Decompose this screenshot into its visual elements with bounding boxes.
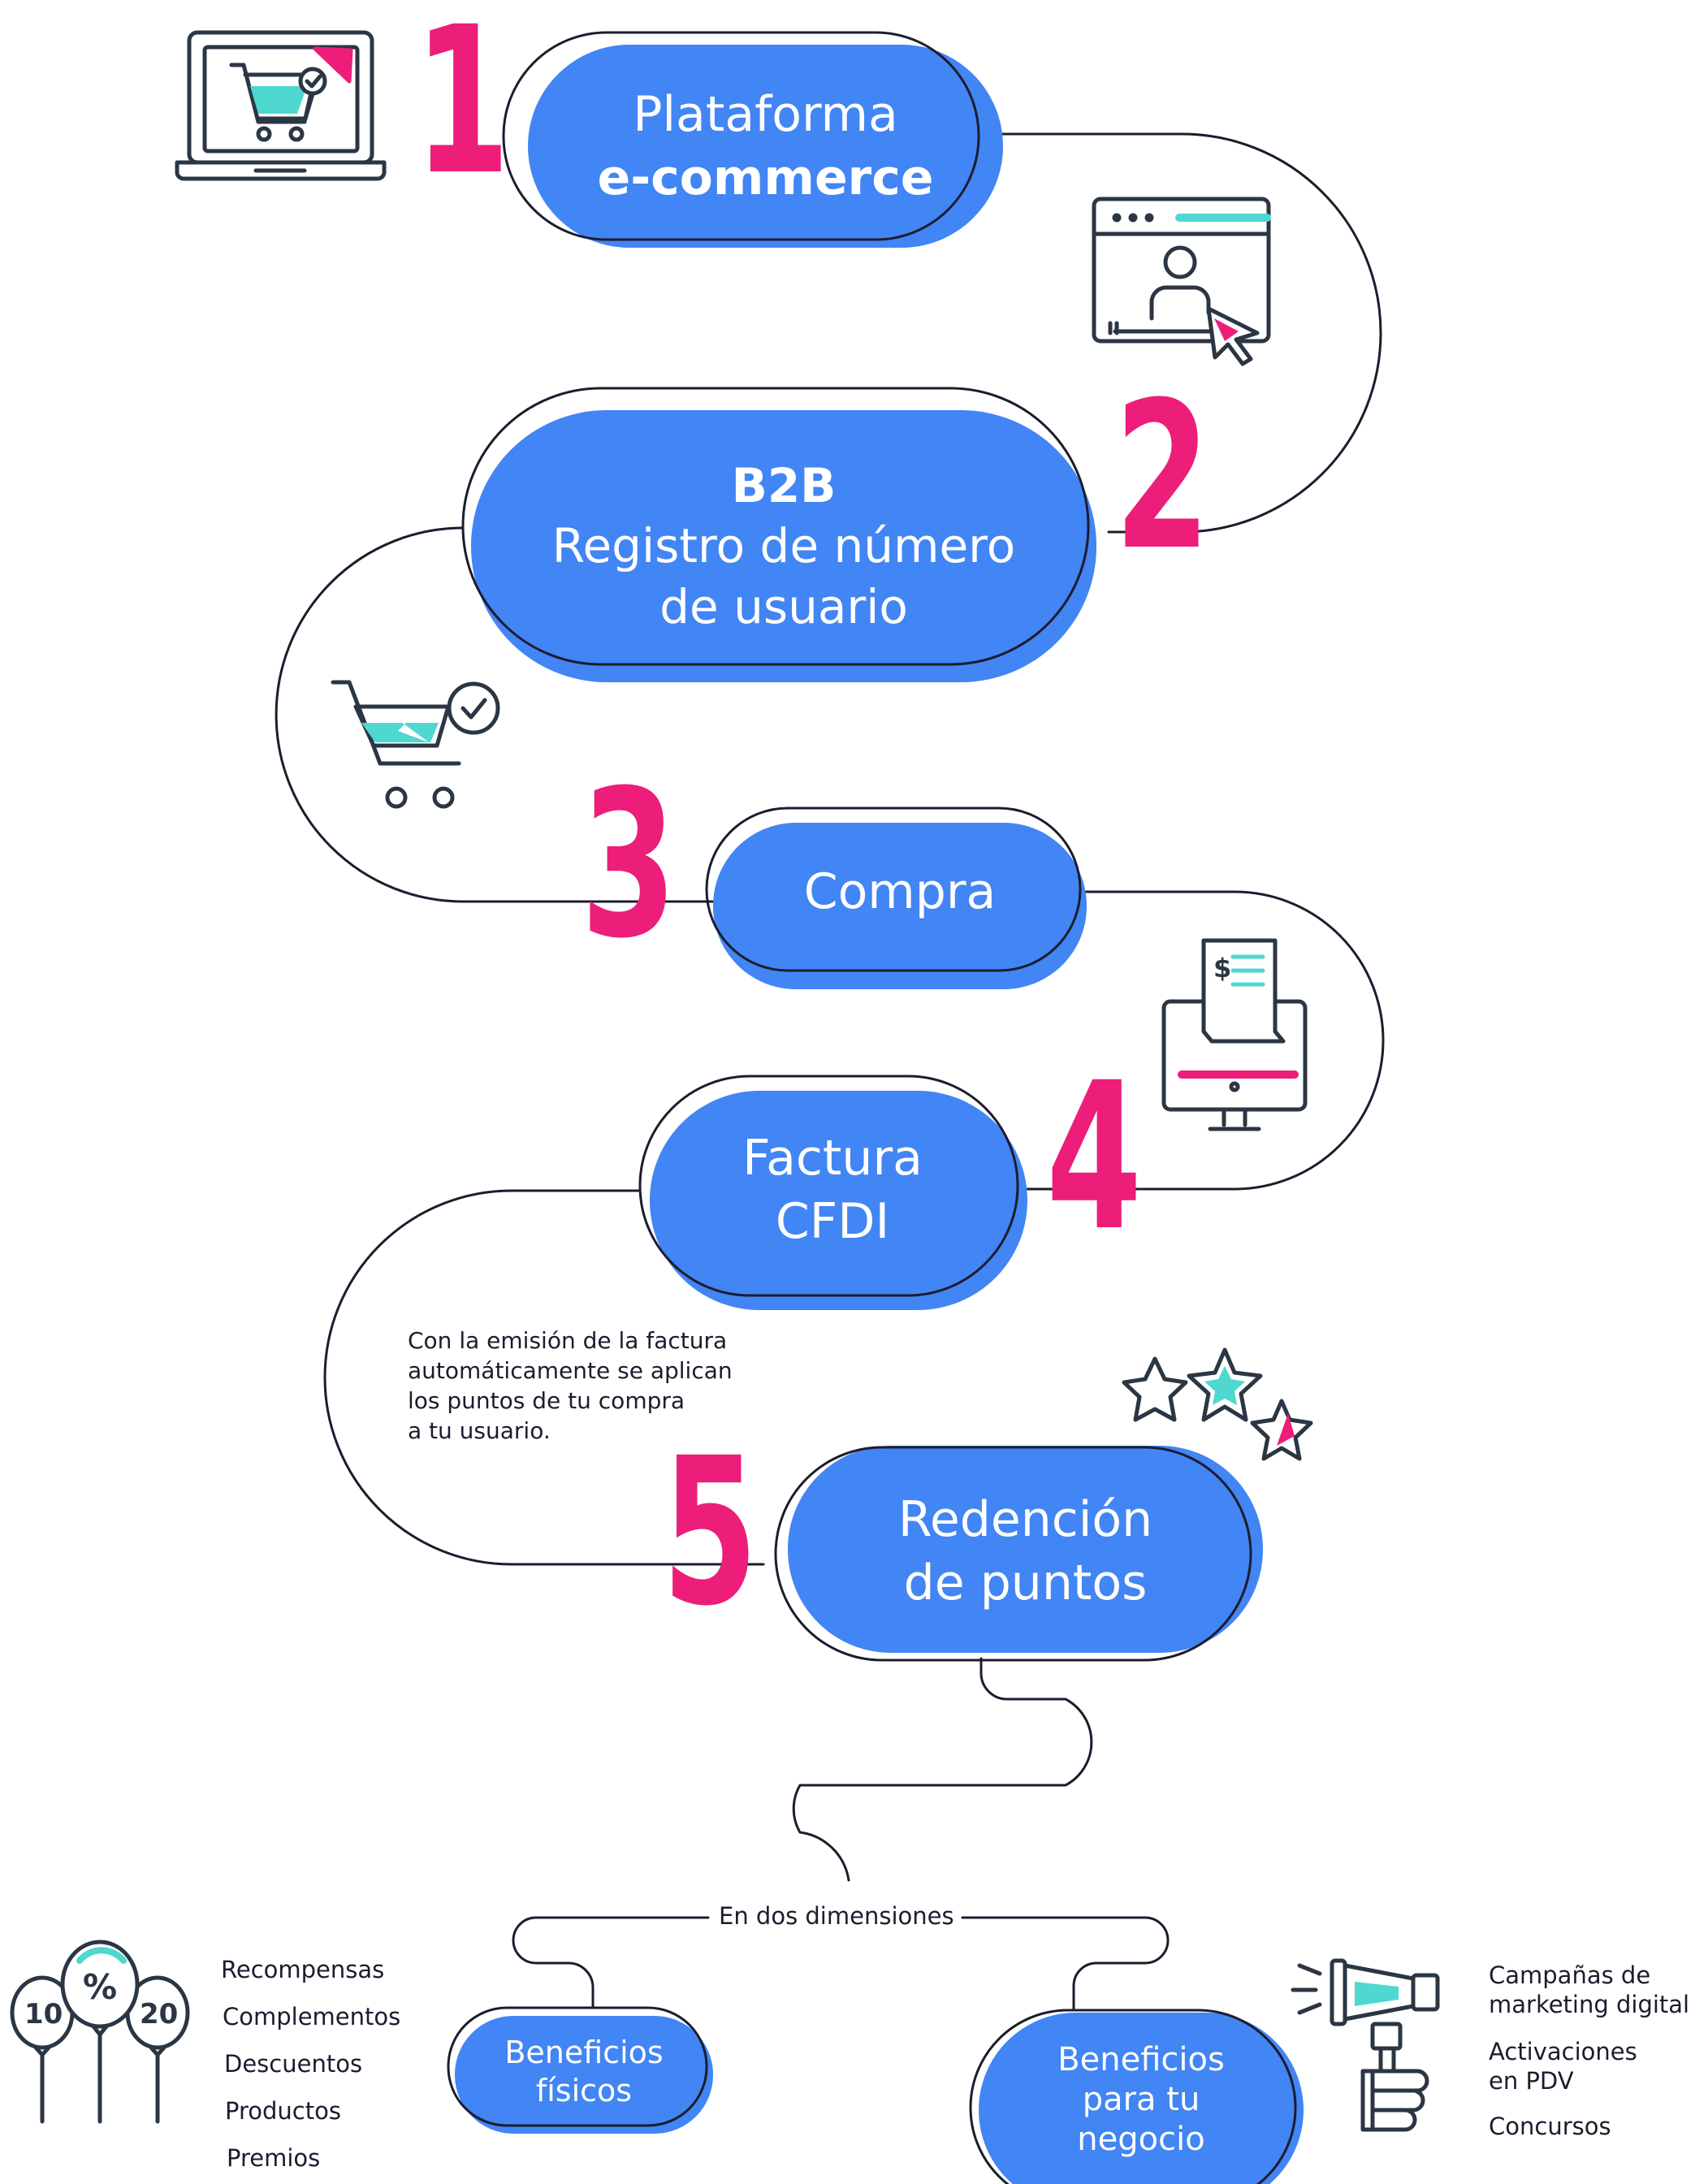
step-5-line-1: Redención	[897, 1490, 1153, 1548]
business-benefits-title: Beneficios para tu negocio	[979, 2013, 1304, 2184]
step-4-line-1: Factura	[742, 1130, 923, 1187]
step-number-3: 3	[581, 746, 677, 983]
business-item-2-line-1: Activaciones	[1489, 2038, 1637, 2065]
step-2-line-1: B2B	[731, 458, 837, 514]
step-2-title: B2B Registro de número de usuario	[471, 410, 1096, 682]
step-4-line-2: CFDI	[775, 1193, 890, 1250]
business-item-1: Campañas de marketing digital	[1489, 1961, 1689, 2020]
note-line-2: automáticamente se aplican	[408, 1356, 733, 1384]
step-3-pill	[705, 807, 1087, 989]
discount-balloons-icon	[10, 1940, 190, 2124]
svg-text:$: $	[1213, 953, 1231, 984]
physical-item-1: Recompensas	[221, 1956, 385, 1983]
physical-item-4: Productos	[225, 2097, 341, 2125]
business-item-2: Activaciones en PDV	[1489, 2037, 1637, 2096]
step-number-5: 5	[662, 1414, 759, 1650]
step-4-title: Factura CFDI	[642, 1080, 1023, 1300]
step-number-2: 2	[1114, 358, 1211, 595]
physical-benefits-pill	[447, 2006, 713, 2134]
note-line-1: Con la emisión de la factura	[408, 1327, 728, 1354]
step-3-title: Compra	[713, 808, 1087, 975]
step-1-title: Plataforma e-commerce	[528, 45, 1003, 248]
user-registration-icon	[1092, 197, 1271, 366]
invoice-note: Con la emisión de la factura automáticam…	[408, 1326, 733, 1447]
business-item-1-line-1: Campañas de	[1489, 1961, 1651, 1989]
step-2-line-2: Registro de número	[551, 518, 1016, 574]
business-item-3: Concursos	[1489, 2112, 1611, 2141]
business-line-1: Beneficios	[1057, 2041, 1225, 2079]
business-line-2: para tu	[1082, 2081, 1200, 2119]
business-item-3-line-1: Concursos	[1489, 2113, 1611, 2140]
step-5-pill	[774, 1446, 1263, 1662]
physical-line-1: Beneficios	[504, 2035, 664, 2071]
step-2-line-3: de usuario	[659, 578, 908, 634]
note-line-3: los puntos de tu compra	[408, 1386, 685, 1414]
connector-path	[275, 132, 1385, 2012]
balloon-label-20: 20	[140, 1998, 179, 2030]
invoice-monitor-icon: $	[1161, 938, 1308, 1131]
step-3-line-1: Compra	[803, 863, 997, 920]
step-1-line-1: Plataforma	[633, 86, 898, 143]
balloon-label-percent: %	[83, 1967, 118, 2007]
business-benefits-pill	[969, 2009, 1304, 2184]
balloon-label-10: 10	[24, 1998, 63, 2030]
step-number-4: 4	[1046, 1039, 1143, 1275]
step-1-line-2: e-commerce	[597, 149, 934, 206]
step-2-pill	[461, 387, 1096, 682]
laptop-cart-icon	[175, 30, 387, 181]
shopping-cart-check-icon	[331, 680, 500, 809]
stars-icon	[1122, 1347, 1313, 1461]
step-1-pill	[502, 31, 1003, 248]
step-4-pill	[638, 1075, 1027, 1310]
step-5-title: Redención de puntos	[788, 1447, 1263, 1654]
physical-item-3: Descuentos	[224, 2050, 363, 2078]
business-line-3: negocio	[1077, 2120, 1205, 2158]
physical-benefits-title: Beneficios físicos	[455, 2013, 713, 2130]
physical-item-2: Complementos	[223, 2003, 401, 2030]
business-item-1-line-2: marketing digital	[1489, 1991, 1690, 2019]
physical-line-2: físicos	[535, 2072, 633, 2108]
step-5-line-2: de puntos	[903, 1554, 1148, 1611]
business-item-2-line-2: en PDV	[1489, 2067, 1574, 2095]
megaphone-icon	[1291, 1958, 1440, 2132]
note-line-4: a tu usuario.	[408, 1416, 551, 1444]
step-number-1: 1	[414, 0, 511, 219]
dimensions-label: En dos dimensiones	[719, 1902, 954, 1930]
physical-item-5: Premios	[227, 2144, 321, 2172]
